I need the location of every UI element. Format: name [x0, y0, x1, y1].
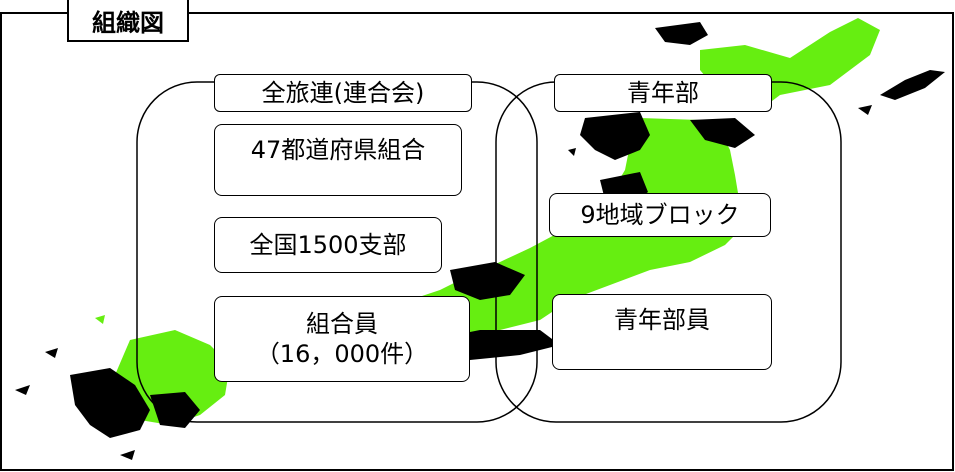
regional-block-box: 9地域ブロック [549, 193, 771, 237]
map-northeast-islands [880, 70, 945, 100]
member-box: 組合員 （16，000件） [214, 296, 470, 382]
page-title: 組織図 [67, 0, 189, 42]
member-count: （16，000件） [255, 340, 429, 368]
map-kyushu-dark-2 [150, 392, 200, 428]
map-island-c [15, 385, 30, 395]
map-kansai-dark [450, 262, 525, 300]
map-island-a [95, 315, 105, 324]
map-tohoku-dark [580, 112, 650, 160]
map-island-f [858, 105, 872, 115]
map-kyushu-dark [70, 368, 150, 438]
map-tohoku-dark-2 [690, 118, 755, 148]
map-hokkaido-dark [655, 22, 708, 45]
prefecture-union-box: 47都道府県組合 [214, 124, 462, 196]
left-group-header: 全旅連(連合会) [214, 74, 472, 112]
map-island-b [45, 348, 58, 358]
member-label: 組合員 [306, 310, 378, 338]
map-island-e [568, 148, 576, 156]
outer-border [0, 12, 954, 471]
right-group-header: 青年部 [554, 74, 772, 112]
map-island-d [120, 450, 135, 460]
youth-member-box: 青年部員 [552, 294, 772, 370]
branch-box: 全国1500支部 [214, 217, 442, 273]
